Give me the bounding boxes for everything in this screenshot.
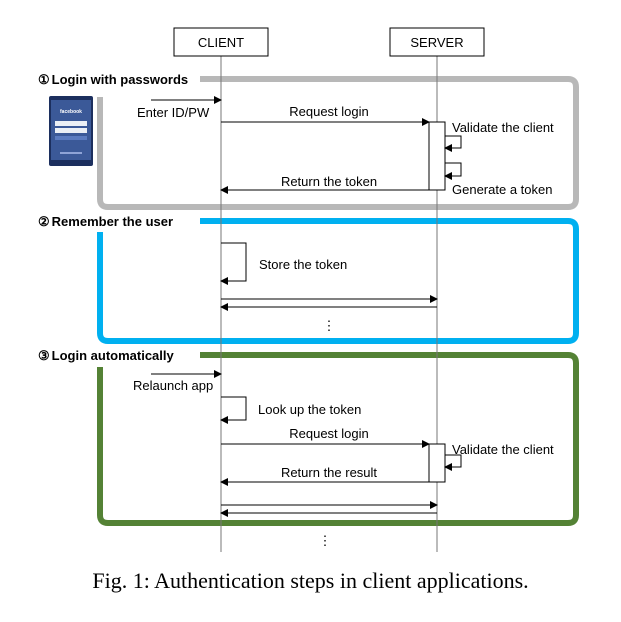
- server-activation-1: [428, 121, 446, 191]
- generate-self-arrow: [444, 162, 462, 180]
- phone-brand-label: facebook: [60, 109, 82, 115]
- section-3-frame: [97, 352, 579, 526]
- request-login-2-label: Request login: [289, 426, 369, 441]
- section-1-frame: [97, 76, 579, 210]
- server-participant-box: [389, 27, 485, 57]
- return-result-label: Return the result: [281, 465, 377, 480]
- request-login-1-label: Request login: [289, 104, 369, 119]
- enter-id-pw-label: Enter ID/PW: [137, 105, 210, 120]
- phone-login-screenshot: facebook: [49, 96, 93, 166]
- look-up-token-label: Look up the token: [258, 402, 361, 417]
- return-token-label: Return the token: [281, 174, 377, 189]
- server-activation-2: [428, 443, 446, 483]
- validate-self-arrow-1: [444, 135, 462, 152]
- store-token-self-arrow: [220, 242, 247, 285]
- validate-self-arrow-2: [444, 454, 462, 471]
- figure-caption: Fig. 1: Authentication steps in client a…: [92, 568, 529, 593]
- server-participant-label: SERVER: [410, 35, 463, 50]
- client-participant-label: CLIENT: [198, 35, 244, 50]
- validate-client-1-label: Validate the client: [452, 120, 554, 135]
- section-2-frame: [97, 218, 579, 344]
- section-2-ellipsis: ⋮: [323, 318, 336, 333]
- store-token-label: Store the token: [259, 257, 347, 272]
- section-3-ellipsis: ⋮: [319, 533, 332, 548]
- generate-token-label: Generate a token: [452, 182, 552, 197]
- validate-client-2-label: Validate the client: [452, 442, 554, 457]
- lookup-token-self-arrow: [220, 396, 247, 424]
- client-participant-box: [173, 27, 269, 57]
- relaunch-app-label: Relaunch app: [133, 378, 213, 393]
